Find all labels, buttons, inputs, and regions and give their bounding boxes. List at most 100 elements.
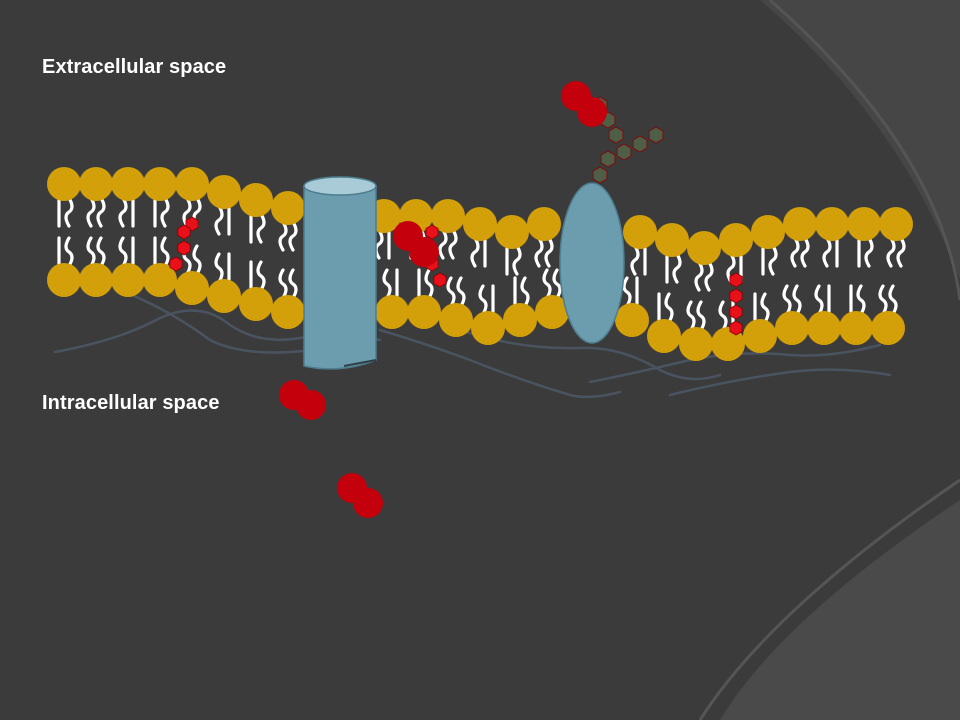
phospholipid-head-icon xyxy=(839,311,873,345)
lipid-tail xyxy=(288,268,298,300)
lipid-tail xyxy=(278,220,288,252)
phospholipid-head-icon xyxy=(207,175,241,209)
lipid-tail xyxy=(64,196,74,228)
lipid-tail xyxy=(470,236,480,268)
phospholipid-head-icon xyxy=(687,231,721,265)
lipid-tail xyxy=(792,284,802,316)
ligand-icon xyxy=(296,390,326,420)
ligand-molecules xyxy=(279,81,607,518)
lipid-tail xyxy=(382,268,392,300)
lipid-tail xyxy=(448,228,458,260)
glycan-icon xyxy=(632,135,648,153)
phospholipid-head-icon xyxy=(879,207,913,241)
lipid-tail xyxy=(622,276,632,308)
lipid-tail xyxy=(790,236,800,268)
phospholipid-head-icon xyxy=(623,215,657,249)
lipid-tail xyxy=(456,276,466,308)
cholesterol-icon xyxy=(729,320,743,336)
phospholipid-head-icon xyxy=(615,303,649,337)
lipid-tail xyxy=(256,260,266,292)
ligand-icon xyxy=(353,488,383,518)
lipid-tail xyxy=(478,284,488,316)
phospholipid-heads xyxy=(47,167,913,361)
lipid-tail xyxy=(782,284,792,316)
lipid-tail xyxy=(886,236,896,268)
cholesterol-icon xyxy=(177,224,191,240)
extracellular-space-label: Extracellular space xyxy=(42,56,227,78)
lipid-tail xyxy=(86,236,96,268)
phospholipid-head-icon xyxy=(527,207,561,241)
glycan-icon xyxy=(600,150,616,168)
phospholipid-head-icon xyxy=(79,167,113,201)
cytoskeleton-fiber xyxy=(458,328,722,381)
lipid-tail xyxy=(192,244,202,276)
lipid-tail xyxy=(726,252,736,284)
glycan-icon xyxy=(616,143,632,161)
cholesterol-icon xyxy=(729,272,743,288)
phospholipid-head-icon xyxy=(847,207,881,241)
phospholipid-head-icon xyxy=(207,279,241,313)
phospholipid-head-icon xyxy=(111,167,145,201)
phospholipid-head-icon xyxy=(439,303,473,337)
lipid-tail xyxy=(86,196,96,228)
phospholipid-head-icon xyxy=(719,223,753,257)
cholesterol-icon xyxy=(425,224,439,240)
phospholipid-head-icon xyxy=(871,311,905,345)
lipid-tail xyxy=(686,300,696,332)
lipid-tail xyxy=(118,236,128,268)
phospholipid-head-icon xyxy=(807,311,841,345)
ligand-icon xyxy=(577,97,607,127)
lipid-tail xyxy=(214,204,224,236)
lipid-tail xyxy=(438,228,448,260)
phospholipid-head-icon xyxy=(407,295,441,329)
lipid-tail xyxy=(822,236,832,268)
lipid-tail xyxy=(446,276,456,308)
phospholipid-head-icon xyxy=(79,263,113,297)
lipid-tail xyxy=(512,244,522,276)
phospholipid-head-icon xyxy=(271,191,305,225)
phospholipid-head-icon xyxy=(175,167,209,201)
phospholipid-head-icon xyxy=(495,215,529,249)
phospholipid-head-icon xyxy=(431,199,465,233)
glycan-icon xyxy=(608,126,624,144)
cholesterol-icon xyxy=(177,240,191,256)
lipid-tail xyxy=(878,284,888,316)
lipid-tail xyxy=(694,260,704,292)
membrane-proteins xyxy=(303,176,625,370)
phospholipid-head-icon xyxy=(711,327,745,361)
lipid-tail xyxy=(424,268,434,300)
lipid-tail xyxy=(160,236,170,268)
cytoskeleton-fiber xyxy=(378,328,622,399)
phospholipid-head-icon xyxy=(647,319,681,353)
cholesterol-icon xyxy=(169,256,183,272)
phospholipid-head-icon xyxy=(47,167,81,201)
lipid-tail xyxy=(630,244,640,276)
phospholipid-head-icon xyxy=(111,263,145,297)
lipid-tail xyxy=(896,236,906,268)
lipid-tail xyxy=(182,196,192,228)
channel-protein-top xyxy=(303,176,377,196)
lipid-tail xyxy=(760,292,770,324)
lipid-tail xyxy=(704,260,714,292)
lipid-tail xyxy=(864,236,874,268)
lipid-tail xyxy=(256,212,266,244)
lipid-tail xyxy=(552,268,562,300)
lipid-tail xyxy=(278,268,288,300)
phospholipid-head-icon xyxy=(783,207,817,241)
phospholipid-head-icon xyxy=(47,263,81,297)
lipid-tail xyxy=(542,268,552,300)
glycoprotein-icon xyxy=(559,182,625,344)
lipid-tail xyxy=(718,300,728,332)
intracellular-space-label: Intracellular space xyxy=(42,392,220,414)
cholesterol-icon xyxy=(433,272,447,288)
lipid-tail xyxy=(96,196,106,228)
cytoskeleton-fiber xyxy=(668,368,892,397)
lipid-tail xyxy=(856,284,866,316)
lipid-tails xyxy=(57,196,906,332)
phospholipid-head-icon xyxy=(775,311,809,345)
lipid-tail xyxy=(814,284,824,316)
phospholipid-head-icon xyxy=(239,287,273,321)
